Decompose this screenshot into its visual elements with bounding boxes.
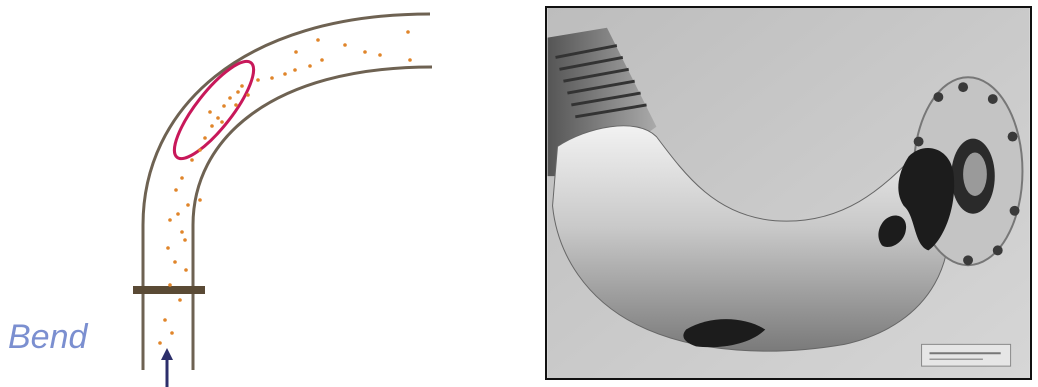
particle-dot xyxy=(228,96,232,100)
particle-dot xyxy=(178,298,182,302)
particle-dot xyxy=(186,203,190,207)
particle-dot xyxy=(216,116,220,120)
particle-group xyxy=(158,30,412,345)
particle-dot xyxy=(180,230,184,234)
particle-dot xyxy=(210,124,214,128)
particle-dot xyxy=(408,58,412,62)
particle-dot xyxy=(363,50,367,54)
particle-dot xyxy=(308,64,312,68)
particle-dot xyxy=(256,78,260,82)
particle-dot xyxy=(168,283,172,287)
particle-dot xyxy=(222,104,226,108)
particle-dot xyxy=(180,176,184,180)
particle-dot xyxy=(236,90,240,94)
particle-dot xyxy=(294,50,298,54)
particle-dot xyxy=(170,331,174,335)
flange-bar xyxy=(133,286,205,294)
particle-dot xyxy=(158,341,162,345)
particle-dot xyxy=(234,103,238,107)
particle-dot xyxy=(166,246,170,250)
pipe-inner-wall xyxy=(193,67,432,370)
particle-dot xyxy=(163,318,167,322)
particle-dot xyxy=(246,93,250,97)
particle-dot xyxy=(183,238,187,242)
particle-dot xyxy=(320,58,324,62)
particle-dot xyxy=(378,53,382,57)
particle-dot xyxy=(240,84,244,88)
particle-dot xyxy=(198,148,202,152)
bend-label: Bend xyxy=(8,318,87,357)
particle-dot xyxy=(406,30,410,34)
particle-dot xyxy=(184,268,188,272)
specimen-tag xyxy=(922,344,1011,366)
particle-dot xyxy=(293,68,297,72)
particle-dot xyxy=(198,198,202,202)
particle-dot xyxy=(316,38,320,42)
particle-dot xyxy=(173,260,177,264)
flow-arrow xyxy=(161,348,173,387)
particle-dot xyxy=(208,110,212,114)
pipe-outer-wall xyxy=(143,14,430,370)
particle-dot xyxy=(203,136,207,140)
particle-dot xyxy=(343,43,347,47)
particle-dot xyxy=(283,72,287,76)
particle-dot xyxy=(270,76,274,80)
particle-dot xyxy=(174,188,178,192)
particle-dot xyxy=(190,158,194,162)
eroded-pipe-elbow-photo xyxy=(547,8,1030,378)
particle-dot xyxy=(220,120,224,124)
photo-frame xyxy=(545,6,1032,380)
particle-dot xyxy=(176,212,180,216)
particle-dot xyxy=(168,218,172,222)
